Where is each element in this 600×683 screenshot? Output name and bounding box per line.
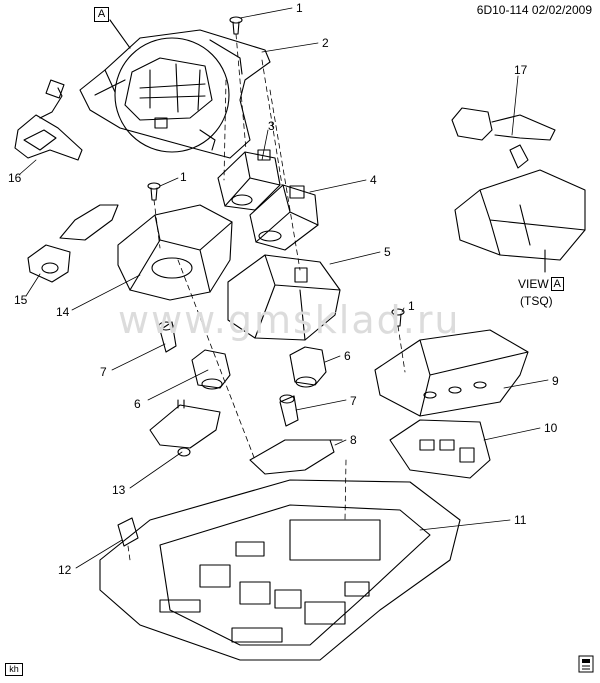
part-6-lamp-b xyxy=(289,346,327,388)
view-a-detail xyxy=(454,169,586,273)
part-11-console xyxy=(99,479,461,661)
part-3-lamp xyxy=(217,149,281,211)
callout-7b: 7 xyxy=(350,394,357,408)
callout-1: 1 xyxy=(296,1,303,15)
callout-10: 10 xyxy=(544,421,558,435)
part-8-switch xyxy=(249,439,343,475)
view-text: VIEW xyxy=(518,277,549,291)
leader-lines xyxy=(19,7,549,569)
part-5-housing xyxy=(227,254,341,341)
callout-17: 17 xyxy=(514,63,528,77)
diagram-code: 6D10-114 02/02/2009 xyxy=(476,3,592,17)
callout-16: 16 xyxy=(8,171,22,185)
detail-magnifier xyxy=(109,19,230,153)
part-16-harness xyxy=(14,79,83,161)
view-letter: A xyxy=(550,277,564,291)
part-7-bulb-b xyxy=(279,394,299,427)
part-17-harness xyxy=(451,107,556,169)
part-12-clip xyxy=(117,517,139,547)
callout-5: 5 xyxy=(384,245,391,259)
callout-1c: 1 xyxy=(408,299,415,313)
part-1-screw xyxy=(229,16,243,35)
callout-9: 9 xyxy=(552,374,559,388)
callout-2: 2 xyxy=(322,36,329,50)
callout-6b: 6 xyxy=(344,349,351,363)
callout-4: 4 xyxy=(370,173,377,187)
callout-6a: 6 xyxy=(134,397,141,411)
watermark: www.gmsklad.ru xyxy=(118,298,461,342)
corner-tag: kh xyxy=(5,663,23,676)
guide-lines xyxy=(127,33,406,561)
part-9-bracket xyxy=(374,329,529,417)
callout-13: 13 xyxy=(112,483,126,497)
callout-11: 11 xyxy=(514,513,527,527)
part-10-switch xyxy=(389,419,491,479)
callout-1b: 1 xyxy=(180,170,187,184)
callout-14: 14 xyxy=(56,305,70,319)
part-13-lamp xyxy=(149,399,221,457)
document-icon xyxy=(578,655,594,673)
callout-15: 15 xyxy=(14,293,28,307)
part-2-bracket xyxy=(79,29,271,159)
part-14-housing xyxy=(117,204,233,301)
callout-8: 8 xyxy=(350,433,357,447)
part-4-lamp xyxy=(249,184,319,251)
callout-3: 3 xyxy=(268,119,275,133)
part-6-lamp-a xyxy=(191,349,231,390)
part-1-screw-b xyxy=(147,182,161,201)
callout-7a: 7 xyxy=(100,365,107,379)
view-sub-label: (TSQ) xyxy=(520,294,553,308)
view-marker: A xyxy=(94,7,109,22)
callout-12: 12 xyxy=(58,563,72,577)
part-15-wire xyxy=(27,204,119,283)
